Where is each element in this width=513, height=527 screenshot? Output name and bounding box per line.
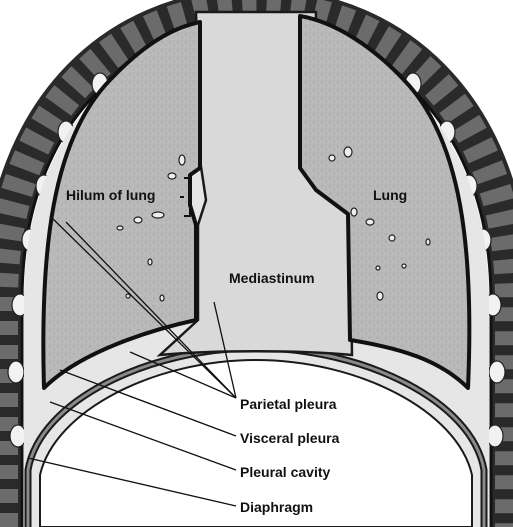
label-pleural-cavity: Pleural cavity: [240, 464, 330, 480]
hilum-bracket: [180, 177, 191, 217]
label-diaphragm: Diaphragm: [240, 499, 313, 515]
label-hilum-of-lung: Hilum of lung: [66, 187, 155, 203]
leader-parietal-3: [213, 301, 237, 399]
label-visceral-pleura: Visceral pleura: [240, 430, 340, 446]
right-lung: [298, 14, 472, 390]
leader-pleural-cavity: [49, 401, 237, 471]
vessel: [365, 218, 375, 226]
vessel: [425, 238, 431, 246]
leader-diaphragm: [27, 457, 237, 507]
vessel: [116, 225, 124, 231]
vessel: [151, 211, 165, 219]
rib: [7, 360, 25, 384]
vessel: [328, 154, 336, 162]
label-mediastinum: Mediastinum: [229, 270, 315, 286]
vessel: [401, 263, 407, 269]
rib: [9, 424, 27, 448]
label-lung: Lung: [373, 187, 407, 203]
vessel: [159, 294, 165, 302]
vessel: [133, 216, 143, 224]
vessel: [178, 154, 186, 166]
vessel: [147, 258, 153, 266]
leader-parietal-2: [65, 221, 237, 399]
lung-vessels: [116, 146, 431, 302]
rib: [488, 360, 506, 384]
leader-parietal-1: [49, 215, 237, 399]
vessel: [375, 265, 381, 271]
leader-parietal-4: [129, 351, 237, 399]
leader-lines: [27, 215, 237, 507]
vessel: [125, 293, 131, 299]
vessel: [388, 234, 396, 242]
vessel: [343, 146, 353, 158]
vessel: [350, 207, 358, 217]
vessel: [376, 291, 384, 301]
rib: [486, 424, 504, 448]
vessel: [167, 172, 177, 180]
label-parietal-pleura: Parietal pleura: [240, 396, 337, 412]
leader-visceral: [59, 369, 237, 437]
